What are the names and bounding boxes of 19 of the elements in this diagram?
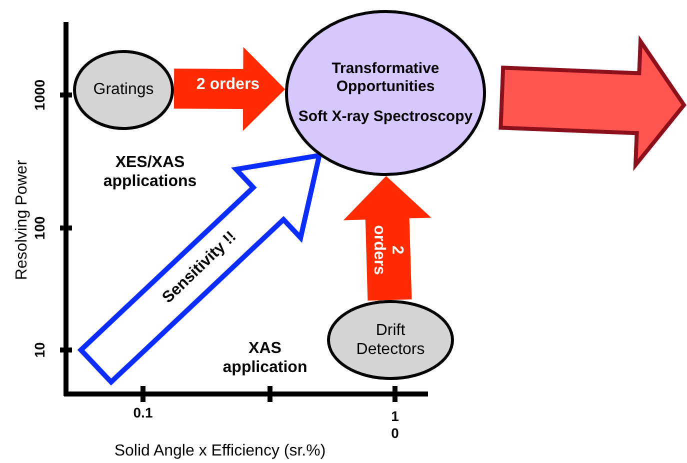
node-text: Transformative Opportunities <box>330 60 440 96</box>
node-text: Gratings <box>93 80 154 100</box>
axis-title: Solid Angle x Efficiency (sr.%) <box>113 441 327 461</box>
tick-label: 1000 <box>32 78 48 113</box>
axis-title: Resolving Power <box>12 158 32 282</box>
tick-label: 10 <box>390 408 400 442</box>
node-text: Soft X-ray Spectroscopy <box>298 108 473 126</box>
block-arrow <box>343 176 432 301</box>
outline-arrow <box>77 152 323 386</box>
node-text: Drift Detectors <box>355 320 426 360</box>
region-label: XES/XAS applications <box>102 152 198 192</box>
edge-label: 2 orders <box>369 224 406 277</box>
tick-label: 10 <box>32 341 48 360</box>
tick-label: 0.1 <box>132 404 154 422</box>
edge-label: 2 orders <box>195 76 261 94</box>
tick-label: 100 <box>32 215 48 242</box>
region-label: XAS application <box>222 338 308 378</box>
block-arrow <box>174 47 286 131</box>
block-arrow <box>498 35 686 172</box>
